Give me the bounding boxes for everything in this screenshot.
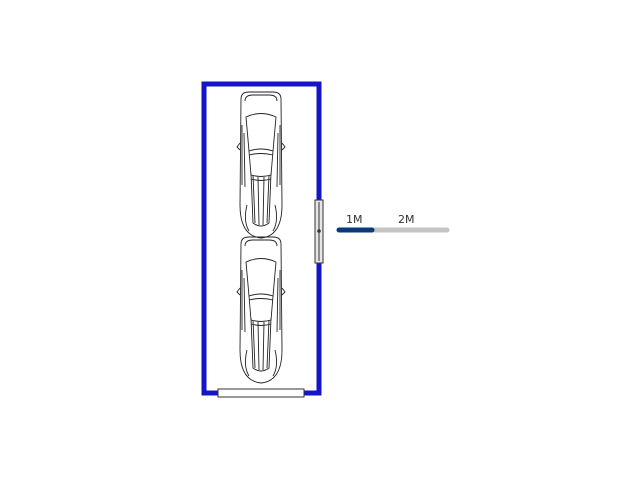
car-icon bbox=[236, 236, 286, 384]
scale-bar: 1M 2M bbox=[336, 213, 450, 233]
wall-outline bbox=[201, 81, 322, 396]
garage-door-panel bbox=[217, 388, 305, 398]
scale-label-1m: 1M bbox=[346, 213, 363, 226]
parked-cars bbox=[236, 91, 286, 384]
garage-door bbox=[217, 388, 305, 398]
side-door-hinge bbox=[317, 229, 321, 233]
garage-walls bbox=[201, 81, 322, 396]
side-door bbox=[314, 199, 324, 264]
car-icon bbox=[236, 91, 286, 239]
scale-label-2m: 2M bbox=[398, 213, 415, 226]
